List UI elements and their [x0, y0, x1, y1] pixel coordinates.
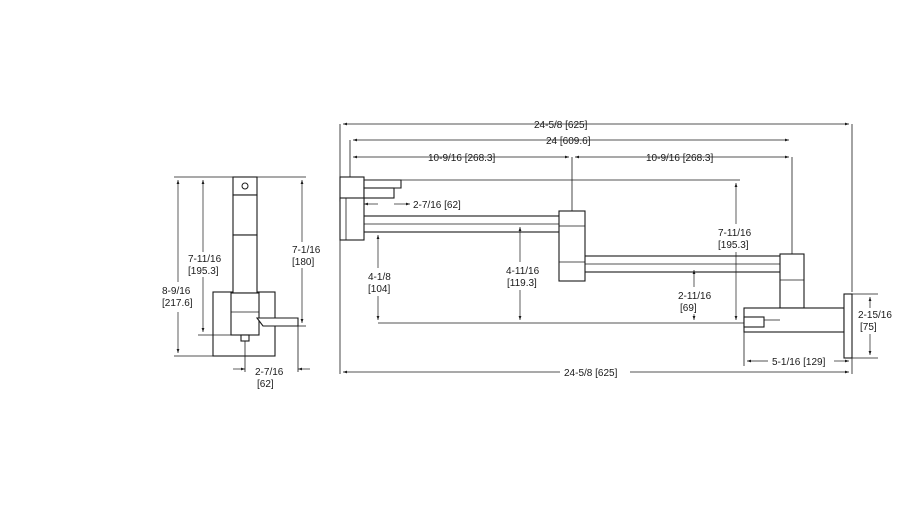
side-aerator-icon [241, 182, 249, 190]
front-drop-right-imperial: 2-11/16 [678, 291, 712, 302]
front-supply-stub [743, 316, 765, 328]
side-upper-pipe [232, 176, 258, 196]
front-drop-left-metric: [104] [368, 284, 390, 295]
side-height-spout-metric: [195.3] [188, 266, 219, 277]
side-body-housing [230, 292, 260, 336]
front-overall-top-label: 24-5/8 [625] [534, 120, 588, 131]
side-height-handle-imperial: 7-1/16 [292, 245, 321, 256]
front-view: 24-5/8 [625] 24 [609.6] 10-9/16 [268.3] … [339, 120, 892, 379]
side-height-total-imperial: 8-9/16 [162, 286, 191, 297]
side-height-spout-imperial: 7-11/16 [188, 254, 222, 265]
front-arm-left-label: 10-9/16 [268.3] [428, 153, 495, 164]
front-height-right-metric: [195.3] [718, 240, 749, 251]
side-height-total-metric: [217.6] [162, 298, 193, 309]
front-drop-mid-imperial: 4-11/16 [506, 266, 540, 277]
side-depth-metric: [62] [257, 379, 274, 390]
front-middle-joint [558, 210, 586, 282]
front-plate-height-imperial: 2-15/16 [858, 310, 892, 321]
side-handle-lever [255, 317, 299, 327]
front-reach-label: 24 [609.6] [546, 136, 591, 147]
front-wall-body [743, 307, 845, 333]
front-handle-cap [363, 187, 395, 199]
side-depth-imperial: 2-7/16 [255, 367, 284, 378]
side-middle-pipe [232, 234, 258, 294]
front-drop-left-imperial: 4-1/8 [368, 272, 391, 283]
side-valve-stub [240, 334, 250, 342]
front-overall-bottom-label: 24-5/8 [625] [564, 368, 618, 379]
front-handle-lever [363, 179, 402, 189]
front-arm-right-label: 10-9/16 [268.3] [646, 153, 713, 164]
front-wall-offset-label: 5-1/16 [129] [772, 357, 826, 368]
side-height-handle-metric: [180] [292, 257, 314, 268]
side-view: 8-9/16 [217.6] 7-11/16 [195.3] 7-1/16 [1… [162, 176, 321, 390]
side-upper-pipe-lower [232, 194, 258, 236]
front-swivel-joint [779, 253, 805, 309]
front-plate-height-metric: [75] [860, 322, 877, 333]
front-drop-right-metric: [69] [680, 303, 697, 314]
front-spout-head [339, 176, 365, 202]
front-handle-width-label: 2-7/16 [62] [413, 200, 461, 211]
front-height-right-imperial: 7-11/16 [718, 228, 752, 239]
front-spout-body [339, 197, 365, 241]
front-wall-flange [843, 293, 853, 359]
front-drop-mid-metric: [119.3] [507, 278, 537, 289]
